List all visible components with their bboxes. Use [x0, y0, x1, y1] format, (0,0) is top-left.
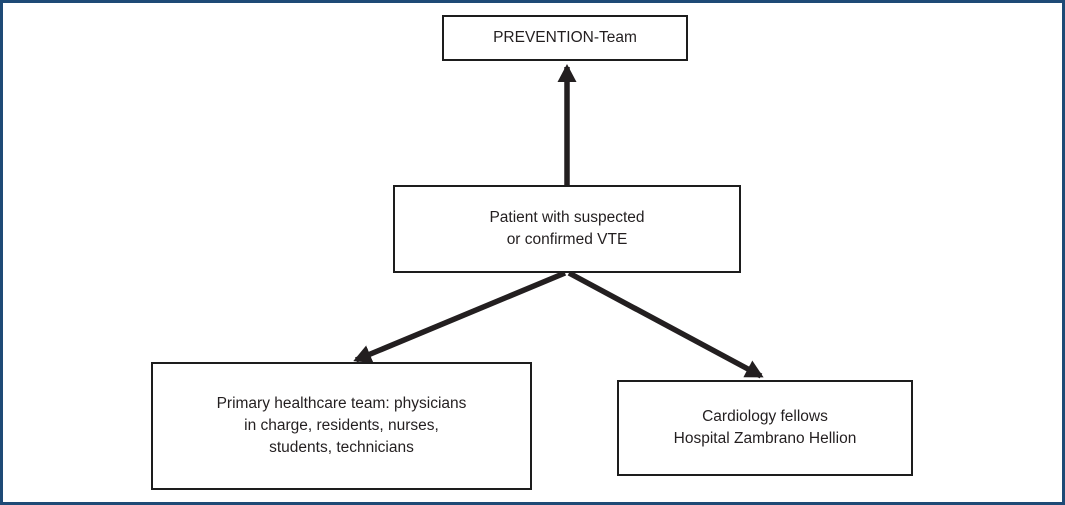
node-text-line: PREVENTION-Team — [493, 29, 637, 46]
arrow-patient-to-primary-team — [353, 270, 567, 364]
node-text-line: Hospital Zambrano Hellion — [673, 430, 857, 447]
node-text-line: students, technicians — [269, 439, 414, 456]
node-text-line: or confirmed VTE — [506, 231, 628, 248]
node-text-line: Primary healthcare team: physicians — [216, 395, 467, 412]
node-primary-team-text: Primary healthcare team: physicians in c… — [217, 393, 467, 459]
node-cardiology: Cardiology fellows Hospital Zambrano Hel… — [617, 380, 913, 476]
node-primary-team: Primary healthcare team: physicians in c… — [151, 362, 532, 490]
node-text-line: Cardiology fellows — [702, 408, 828, 425]
node-text-line: Patient with suspected — [489, 209, 645, 226]
node-prevention-team-text: PREVENTION-Team — [493, 27, 637, 49]
node-text-line: in charge, residents, nurses, — [244, 417, 439, 434]
node-patient: Patient with suspected or confirmed VTE — [393, 185, 741, 273]
node-cardiology-text: Cardiology fellows Hospital Zambrano Hel… — [674, 406, 857, 450]
node-patient-text: Patient with suspected or confirmed VTE — [489, 207, 644, 251]
node-prevention-team: PREVENTION-Team — [442, 15, 688, 61]
arrow-patient-to-cardiology — [567, 270, 764, 379]
